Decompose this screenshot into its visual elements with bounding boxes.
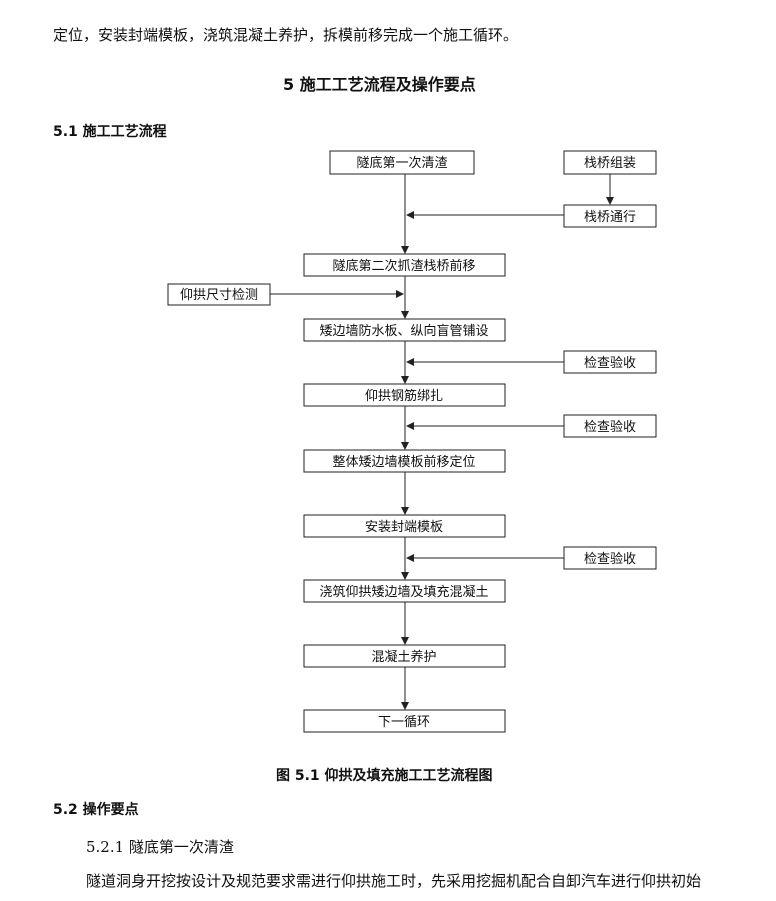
side-label-bridge-assemble: 栈桥组装 [584,156,636,171]
side-label-inspection-3: 检查验收 [584,551,636,567]
subsection-heading-5-2-1: 5.2.1 隧底第一次清渣 [86,838,234,856]
arrowhead [406,554,414,562]
arrowhead [406,211,414,219]
side-label-inspection-2: 检查验收 [584,419,636,435]
arrowhead [396,290,404,298]
arrowhead [406,422,414,430]
figure-caption: 图 5.1 仰拱及填充施工工艺流程图 [276,768,493,784]
arrowhead [401,702,409,710]
side-box-inspection-2: 检查验收 [563,414,657,438]
step-label-4: 仰拱钢筋绑扎 [365,388,443,404]
side-box-bridge-assemble: 栈桥组装 [563,150,657,175]
side-label-inspection-1: 检查验收 [584,355,636,371]
step-label-9: 下一循环 [378,715,430,730]
side-label-bridge-pass: 栈桥通行 [584,210,636,225]
section-heading-5-1: 5.1 施工工艺流程 [53,124,167,140]
arrowhead [606,197,614,205]
section-heading-5-2: 5.2 操作要点 [53,802,139,818]
step-label-6: 安装封端模板 [365,520,443,535]
arrowhead [401,637,409,645]
arrowhead [401,246,409,254]
step-label-2: 隧底第二次抓渣栈桥前移 [332,258,475,274]
step-label-8: 混凝土养护 [371,649,436,665]
step-box-8: 混凝土养护 [303,644,506,668]
step-box-5: 整体矮边墙模板前移定位 [303,449,506,473]
arrowhead [406,358,414,366]
step-label-5: 整体矮边墙模板前移定位 [332,454,475,470]
step-label-7: 浇筑仰拱矮边墙及填充混凝土 [319,584,488,600]
arrowhead [401,311,409,319]
arrowhead [401,442,409,450]
intro-paragraph-line: 定位，安装封端模板，浇筑混凝土养护，拆模前移完成一个施工循环。 [53,26,519,44]
step-label-1: 隧底第一次清渣 [356,155,447,171]
step-box-3: 矮边墙防水板、纵向盲管铺设 [303,318,506,342]
side-label-dimension-check: 仰拱尺寸检测 [180,288,258,303]
chapter-heading: 5 施工工艺流程及操作要点 [283,75,476,94]
step-box-7: 浇筑仰拱矮边墙及填充混凝土 [303,579,506,603]
step-box-9: 下一循环 [303,709,506,733]
step-box-1: 隧底第一次清渣 [329,150,475,175]
arrowhead [401,507,409,515]
step-box-2: 隧底第二次抓渣栈桥前移 [303,253,506,277]
side-box-bridge-pass: 栈桥通行 [563,204,657,228]
body-paragraph-line: 隧道洞身开挖按设计及规范要求需进行仰拱施工时，先采用挖掘机配合自卸汽车进行仰拱初… [86,872,702,890]
step-label-3: 矮边墙防水板、纵向盲管铺设 [319,323,488,339]
arrowhead [401,376,409,384]
side-box-inspection-3: 检查验收 [563,546,657,570]
side-box-dimension-check: 仰拱尺寸检测 [167,283,271,306]
step-box-6: 安装封端模板 [303,514,506,538]
step-box-4: 仰拱钢筋绑扎 [303,383,506,407]
side-box-inspection-1: 检查验收 [563,350,657,374]
process-flowchart: 隧底第一次清渣 隧底第二次抓渣栈桥前移 矮边墙防水板、纵向盲管铺设 仰拱钢筋绑扎… [167,150,657,733]
arrowhead [401,572,409,580]
